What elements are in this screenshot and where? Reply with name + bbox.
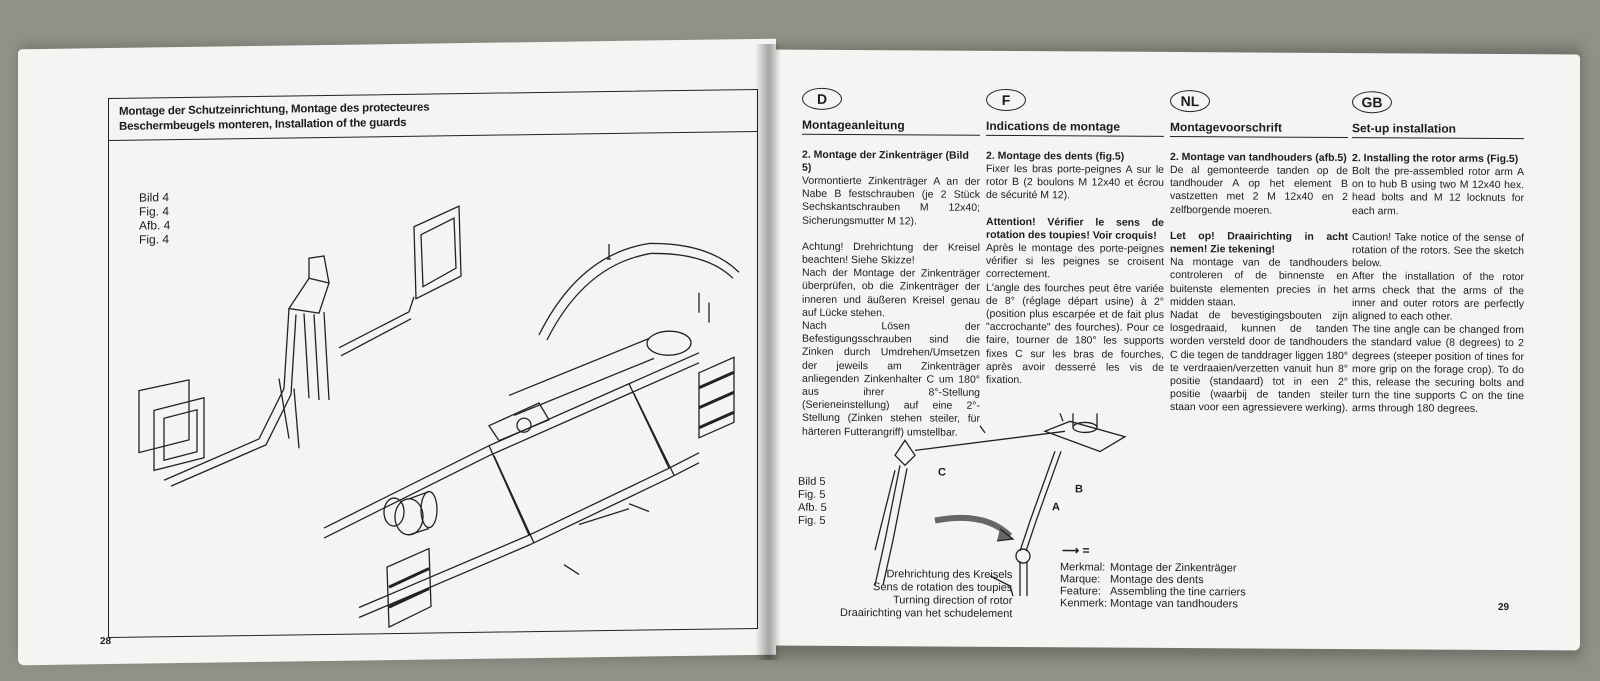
paragraph: Nadat de bevestigingsbouten zijn losgedr… [1170, 309, 1349, 415]
legend-value: Montage des dents [1110, 573, 1204, 587]
paragraph: Na montage van de tandhouders controlere… [1170, 256, 1348, 309]
section-heading: 2. Montage der Zinkenträger (Bild 5) [802, 148, 969, 174]
paragraph: After the installation of the rotor arms… [1352, 270, 1524, 323]
paragraph: Fixer les bras porte-peignes A sur le ro… [986, 162, 1164, 202]
figure-frame: Montage der Schutzeinrichtung, Montage d… [108, 88, 758, 639]
paragraph: L'angle des fourches peut être variée de… [986, 281, 1164, 387]
legend-row: Marque: Montage des dents [1060, 573, 1246, 586]
legend-key: Merkmal: [1060, 561, 1106, 574]
rotation-label: Sens de rotation des toupies [873, 581, 1013, 595]
column-french: F Indications de montage 2. Montage des … [986, 88, 1164, 388]
column-english: GB Set-up installation 2. Installing the… [1352, 91, 1524, 417]
guard-installation-drawing [138, 205, 740, 629]
paragraph: Let op! Draairichting in acht nemen! Zie… [1170, 229, 1348, 256]
legend-key: Feature: [1060, 585, 1101, 598]
legend-equals: = [1082, 543, 1090, 558]
column-title: Indications de montage [986, 118, 1164, 137]
rotation-direction-labels: Drehrichtung des Kreisels Sens de rotati… [840, 568, 1012, 621]
left-page: Montage der Schutzeinrichtung, Montage d… [18, 38, 776, 666]
paragraph: Bolt the pre-assembled rotor arm A on to… [1352, 165, 1524, 217]
legend-row: Kenmerk: Montage van tandhouders [1060, 597, 1246, 610]
column-german: D Montageanleitung 2. Montage der Zinken… [802, 87, 980, 440]
language-badge: F [986, 88, 1026, 112]
paragraph: Après le montage des porte-peignes vérif… [986, 241, 1164, 281]
rotation-label: Turning direction of rotor [893, 594, 1013, 608]
legend-arrow-key: ⟶ = [1062, 543, 1090, 557]
label-c: C [938, 466, 946, 479]
paragraph: De al gemonteerde tanden op de tandhoude… [1170, 163, 1348, 217]
column-title: Set-up installation [1352, 121, 1524, 140]
section-heading: 2. Montage des dents (fig.5) [986, 149, 1125, 163]
label-b: B [1075, 483, 1083, 496]
book-spine [755, 44, 781, 660]
rotation-label: Drehrichtung des Kreisels [886, 568, 1013, 582]
legend-row: Feature: Assembling the tine carriers [1060, 585, 1246, 598]
paragraph: Nach der Montage der Zinkenträger überpr… [802, 266, 980, 320]
legend-key: Marque: [1060, 573, 1101, 586]
paragraph: The tine angle can be changed from the s… [1352, 323, 1524, 416]
page-number: 29 [1498, 601, 1510, 614]
legend-key: Kenmerk: [1060, 597, 1108, 610]
paragraph: Caution! Take notice of the sense of rot… [1352, 230, 1524, 270]
paragraph: Attention! Vérifier le sens de rotation … [986, 215, 1164, 242]
legend-value: Assembling the tine carriers [1110, 585, 1246, 599]
section-heading: 2. Installing the rotor arms (Fig.5) [1352, 152, 1519, 166]
label-a: A [1052, 501, 1060, 514]
legend: Merkmal: Montage der Zinkenträger Marque… [1060, 561, 1246, 610]
legend-row: Merkmal: Montage der Zinkenträger [1060, 561, 1246, 574]
rotor-arm-sketch [874, 413, 1127, 597]
paragraph: Achtung! Drehrichtung der Kreisel beacht… [802, 240, 980, 267]
section-heading: 2. Montage van tandhouders (afb.5) [1170, 150, 1347, 165]
arrow-right-icon: ⟶ [1062, 543, 1080, 558]
rotation-label: Draairichting van het schudelement [840, 606, 1013, 621]
page-number: 28 [100, 635, 112, 648]
right-page: D Montageanleitung 2. Montage der Zinken… [770, 49, 1580, 651]
paragraph: Vormontierte Zinkenträger A an der Nabe … [802, 174, 980, 228]
legend-value: Montage van tandhouders [1110, 597, 1238, 611]
legend-value: Montage der Zinkenträger [1110, 561, 1237, 575]
column-title: Montageanleitung [802, 117, 980, 136]
language-badge: D [802, 87, 842, 110]
column-dutch: NL Montagevoorschrift 2. Montage van tan… [1170, 89, 1349, 416]
language-badge: NL [1170, 89, 1210, 113]
language-badge: GB [1352, 91, 1392, 114]
column-title: Montagevoorschrift [1170, 119, 1348, 139]
